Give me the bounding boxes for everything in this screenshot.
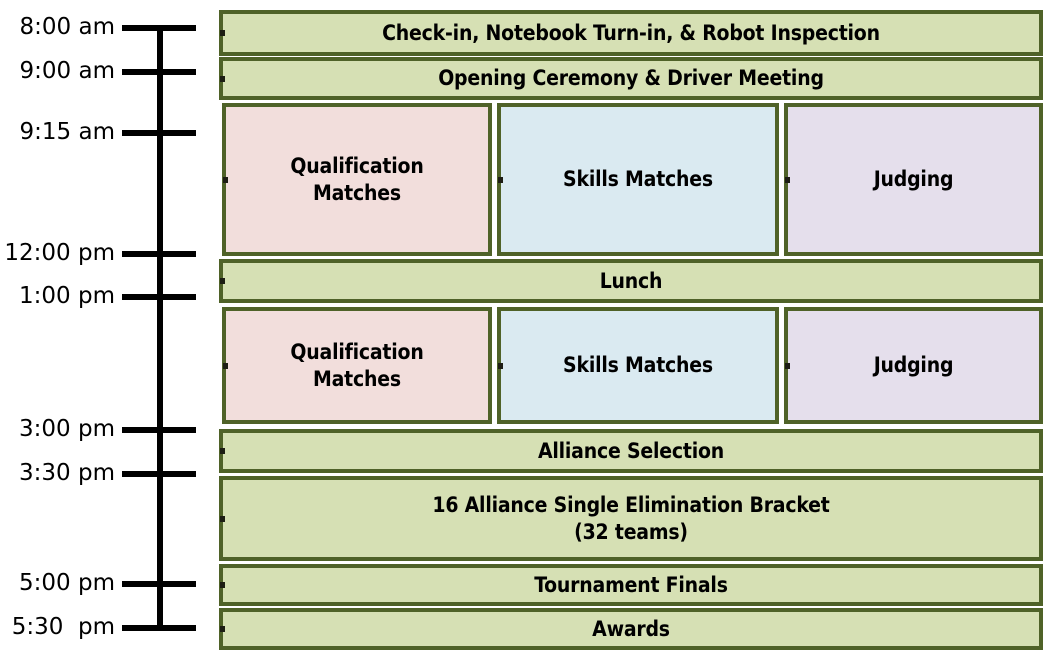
block-label: Qualification Matches: [290, 340, 424, 391]
block-label: Check-in, Notebook Turn-in, & Robot Insp…: [382, 20, 880, 45]
time-tick-label: 5:30 pm: [11, 614, 115, 640]
block-judging-pm[interactable]: Judging: [784, 307, 1043, 424]
block-label: Judging: [873, 353, 954, 378]
block-connector-nub-icon: [498, 362, 503, 369]
time-tick-label: 3:30 pm: [19, 460, 115, 486]
block-label: Opening Ceremony & Driver Meeting: [438, 66, 824, 91]
block-label: Skills Matches: [563, 353, 713, 378]
time-tick-mark: [122, 581, 196, 587]
time-tick-mark: [122, 294, 196, 300]
block-checkin[interactable]: Check-in, Notebook Turn-in, & Robot Insp…: [219, 10, 1043, 56]
block-connector-nub-icon: [220, 278, 225, 284]
time-tick-mark: [122, 69, 196, 75]
block-connector-nub-icon: [220, 626, 225, 632]
block-judging-am[interactable]: Judging: [784, 103, 1043, 256]
block-label: 16 Alliance Single Elimination Bracket (…: [432, 493, 830, 544]
block-connector-nub-icon: [498, 176, 503, 183]
block-skills-am[interactable]: Skills Matches: [497, 103, 779, 256]
block-connector-nub-icon: [220, 448, 225, 454]
block-lunch[interactable]: Lunch: [219, 259, 1043, 303]
block-label: Qualification Matches: [290, 154, 424, 205]
block-tournament-finals[interactable]: Tournament Finals: [219, 564, 1043, 606]
time-tick-mark: [122, 625, 196, 631]
block-awards[interactable]: Awards: [219, 608, 1043, 650]
block-connector-nub-icon: [223, 362, 228, 369]
block-connector-nub-icon: [223, 176, 228, 183]
block-label: Lunch: [599, 268, 663, 293]
block-connector-nub-icon: [220, 582, 225, 588]
time-axis: 8:00 am 9:00 am 9:15 am 12:00 pm 1:00 pm 3:00…: [0, 0, 210, 660]
time-tick-label: 8:00 am: [19, 14, 115, 40]
time-tick-label: 1:00 pm: [19, 283, 115, 309]
block-qualification-am[interactable]: Qualification Matches: [222, 103, 492, 256]
block-connector-nub-icon: [220, 75, 225, 82]
time-tick-label: 9:15 am: [19, 119, 115, 145]
time-tick-label: 12:00 pm: [4, 240, 115, 266]
time-tick-mark: [122, 130, 196, 136]
block-qualification-pm[interactable]: Qualification Matches: [222, 307, 492, 424]
time-tick-mark: [122, 427, 196, 433]
block-label: Alliance Selection: [537, 438, 725, 463]
time-tick-label: 9:00 am: [19, 58, 115, 84]
time-tick-label: 3:00 pm: [19, 416, 115, 442]
time-tick-mark: [122, 25, 196, 31]
block-connector-nub-icon: [220, 515, 225, 522]
time-tick-mark: [122, 471, 196, 477]
block-skills-pm[interactable]: Skills Matches: [497, 307, 779, 424]
block-label: Awards: [592, 616, 670, 641]
block-alliance-selection[interactable]: Alliance Selection: [219, 429, 1043, 473]
block-connector-nub-icon: [220, 30, 225, 36]
time-axis-spine: [157, 28, 163, 630]
block-label: Tournament Finals: [534, 572, 728, 597]
block-label: Skills Matches: [563, 167, 713, 192]
block-opening-ceremony[interactable]: Opening Ceremony & Driver Meeting: [219, 57, 1043, 100]
block-connector-nub-icon: [785, 176, 790, 183]
block-elimination-bracket[interactable]: 16 Alliance Single Elimination Bracket (…: [219, 476, 1043, 561]
time-tick-mark: [122, 251, 196, 257]
block-label: Judging: [873, 167, 954, 192]
time-tick-label: 5:00 pm: [19, 570, 115, 596]
block-connector-nub-icon: [785, 362, 790, 369]
